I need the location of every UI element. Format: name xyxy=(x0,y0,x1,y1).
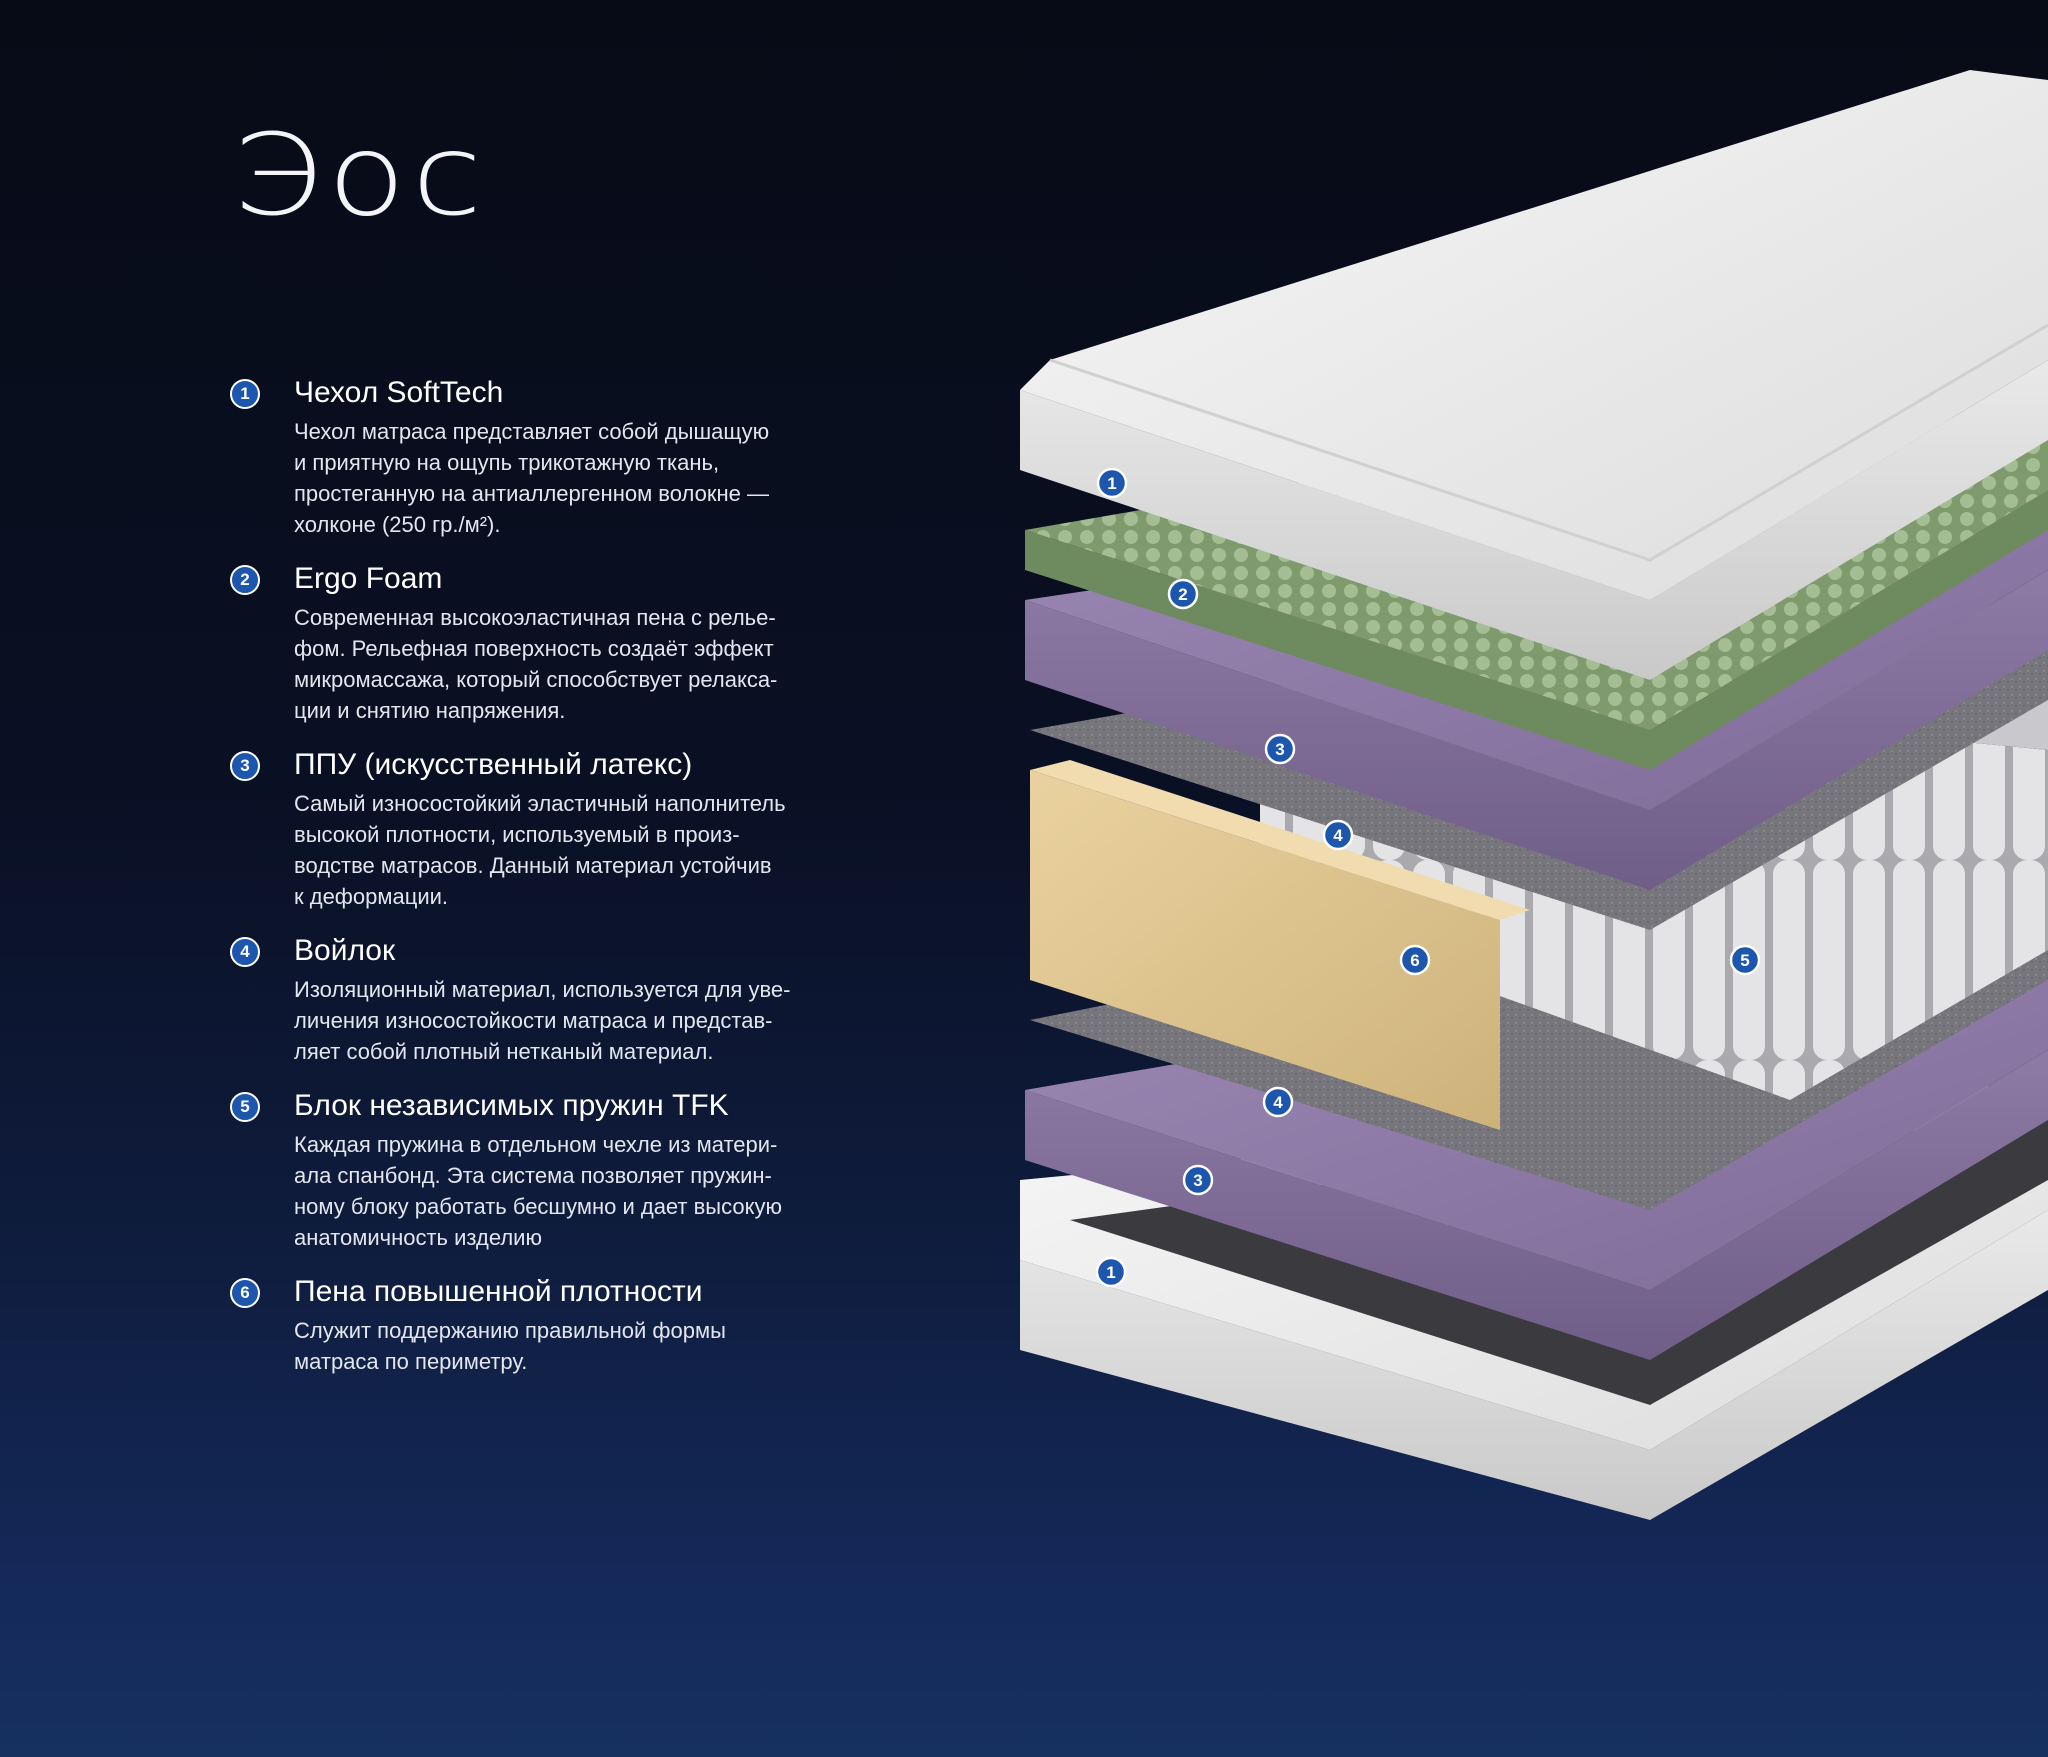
layer-marker-1: 1 xyxy=(1096,467,1128,499)
feature-item: 4 Войлок Изоляционный материал, использу… xyxy=(230,930,870,1067)
layer-marker-label: 1 xyxy=(1107,474,1116,493)
feature-description-line: холконе (250 гр./м²). xyxy=(294,512,501,537)
layer-marker-label: 6 xyxy=(1410,951,1419,970)
feature-title: Блок независимых пружин TFK xyxy=(294,1089,729,1122)
feature-item: 3 ППУ (искусственный латекс) Самый износ… xyxy=(230,744,870,912)
layer-marker-5: 5 xyxy=(1729,944,1761,976)
feature-description-line: анатомичность изделию xyxy=(294,1225,542,1250)
feature-item: 5 Блок независимых пружин TFK Каждая пру… xyxy=(230,1085,870,1253)
layer-marker-1: 1 xyxy=(1095,1256,1127,1288)
feature-description-line: ляет собой плотный нетканый материал. xyxy=(294,1039,714,1064)
feature-description-line: Чехол матраса представляет собой дышащую xyxy=(294,419,770,444)
ergo-foam-side xyxy=(1025,490,2048,770)
layer-marker-label: 4 xyxy=(1273,1093,1283,1112)
feature-description-line: Изоляционный материал, используется для … xyxy=(294,977,791,1002)
feature-title: Пена повышенной плотности xyxy=(294,1275,703,1308)
feature-description-line: ному блоку работать бесшумно и дает высо… xyxy=(294,1194,782,1219)
feature-description: Изоляционный материал, используется для … xyxy=(294,974,870,1067)
top-cover-top xyxy=(1020,70,2048,600)
feature-list: 1 Чехол SoftTech Чехол матраса представл… xyxy=(230,372,870,1377)
feature-description-line: и приятную на ощупь трикотажную ткань, xyxy=(294,450,720,475)
feature-description-line: фом. Рельефная поверхность создаёт эффек… xyxy=(294,636,774,661)
layer-marker-label: 4 xyxy=(1333,826,1343,845)
feature-description-line: Каждая пружина в отдельном чехле из мате… xyxy=(294,1132,778,1157)
feature-description-line: ции и снятию напряжения. xyxy=(294,698,566,723)
feature-item: 6 Пена повышенной плотности Служит подде… xyxy=(230,1271,870,1377)
mattress-layers-illustration: 1 2 3 4 6 5 4 3 1 xyxy=(1020,70,2048,1520)
feature-number-badge: 5 xyxy=(230,1092,260,1122)
layer-marker-4: 4 xyxy=(1322,819,1354,851)
feature-description: Самый износостойкий эластичный наполните… xyxy=(294,788,870,912)
layer-marker-6: 6 xyxy=(1399,944,1431,976)
top-latex-side xyxy=(1025,570,2048,890)
feature-description-line: Самый износостойкий эластичный наполните… xyxy=(294,791,786,816)
feature-item: 2 Ergo Foam Современная высокоэластичная… xyxy=(230,558,870,726)
layer-marker-label: 2 xyxy=(1178,585,1187,604)
bottom-cover-side xyxy=(1020,1210,2048,1520)
layer-marker-label: 1 xyxy=(1106,1263,1115,1282)
feature-number-badge: 2 xyxy=(230,565,260,595)
feature-description-line: простеганную на антиаллергенном волокне … xyxy=(294,481,769,506)
perimeter-foam-top xyxy=(1030,760,1530,920)
feature-title: Чехол SoftTech xyxy=(294,376,504,409)
layer-marker-4: 4 xyxy=(1262,1086,1294,1118)
feature-number-badge: 4 xyxy=(230,937,260,967)
layer-marker-label: 3 xyxy=(1275,740,1284,759)
feature-description-line: Служит поддержанию правильной формы xyxy=(294,1318,726,1343)
bottom-latex-side xyxy=(1025,1050,2048,1360)
feature-description: Чехол матраса представляет собой дышащую… xyxy=(294,416,870,540)
feature-title: Войлок xyxy=(294,934,396,967)
feature-description-line: к деформации. xyxy=(294,884,449,909)
feature-number-badge: 1 xyxy=(230,379,260,409)
feature-item: 1 Чехол SoftTech Чехол матраса представл… xyxy=(230,372,870,540)
feature-description-line: личения износостойкости матраса и предст… xyxy=(294,1008,773,1033)
product-title: Эос xyxy=(232,110,489,242)
layer-marker-label: 3 xyxy=(1193,1171,1202,1190)
feature-number-badge: 6 xyxy=(230,1278,260,1308)
feature-title: ППУ (искусственный латекс) xyxy=(294,748,693,781)
feature-number-badge: 3 xyxy=(230,751,260,781)
feature-description-line: матраса по периметру. xyxy=(294,1349,528,1374)
feature-description-line: Современная высокоэластичная пена с рель… xyxy=(294,605,776,630)
feature-description: Служит поддержанию правильной формы матр… xyxy=(294,1315,870,1377)
top-cover-piping xyxy=(1049,323,2048,562)
feature-description-line: высокой плотности, используемый в произ- xyxy=(294,822,740,847)
feature-title: Ergo Foam xyxy=(294,562,443,595)
layer-marker-2: 2 xyxy=(1167,578,1199,610)
top-cover-side xyxy=(1020,360,2048,680)
feature-description-line: ала спанбонд. Эта система позволяет пруж… xyxy=(294,1163,772,1188)
feature-description-line: водстве матрасов. Данный материал устойч… xyxy=(294,853,772,878)
feature-description-line: микромассажа, который способствует релак… xyxy=(294,667,778,692)
layer-marker-3: 3 xyxy=(1264,733,1296,765)
layer-marker-label: 5 xyxy=(1740,951,1749,970)
feature-description: Каждая пружина в отдельном чехле из мате… xyxy=(294,1129,870,1253)
feature-description: Современная высокоэластичная пена с рель… xyxy=(294,602,870,726)
layer-marker-3: 3 xyxy=(1182,1164,1214,1196)
perimeter-foam-side xyxy=(1030,770,1500,1130)
